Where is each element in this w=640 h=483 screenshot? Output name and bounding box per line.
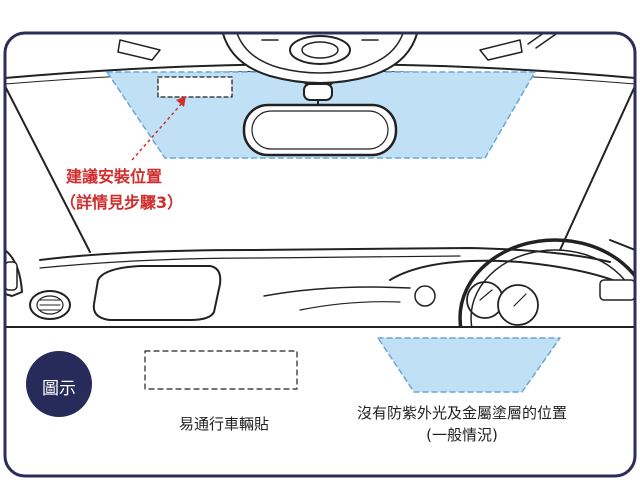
legend-coating-label-1: 沒有防紫外光及金屬塗層的位置	[356, 404, 567, 422]
legend-coating-free-sample	[377, 337, 561, 393]
legend-badge	[26, 351, 92, 417]
callout-line-1: 建議安裝位置	[66, 167, 163, 186]
recommended-tag-position	[157, 76, 233, 98]
callout-arrow	[131, 101, 184, 161]
callout-arrowhead	[176, 96, 186, 107]
outer-frame	[3, 31, 637, 478]
dashboard-top	[39, 247, 611, 263]
rear-view-mirror	[242, 103, 398, 157]
legend-badge-label: 圖示	[42, 379, 76, 399]
legend-tag-area-label: 易通行車輛貼	[178, 415, 269, 433]
legend-tag-area	[144, 350, 298, 390]
legend-coating-label-2: (一般情況)	[426, 426, 498, 444]
callout-line-2: （詳情見步驟3）	[60, 193, 184, 212]
